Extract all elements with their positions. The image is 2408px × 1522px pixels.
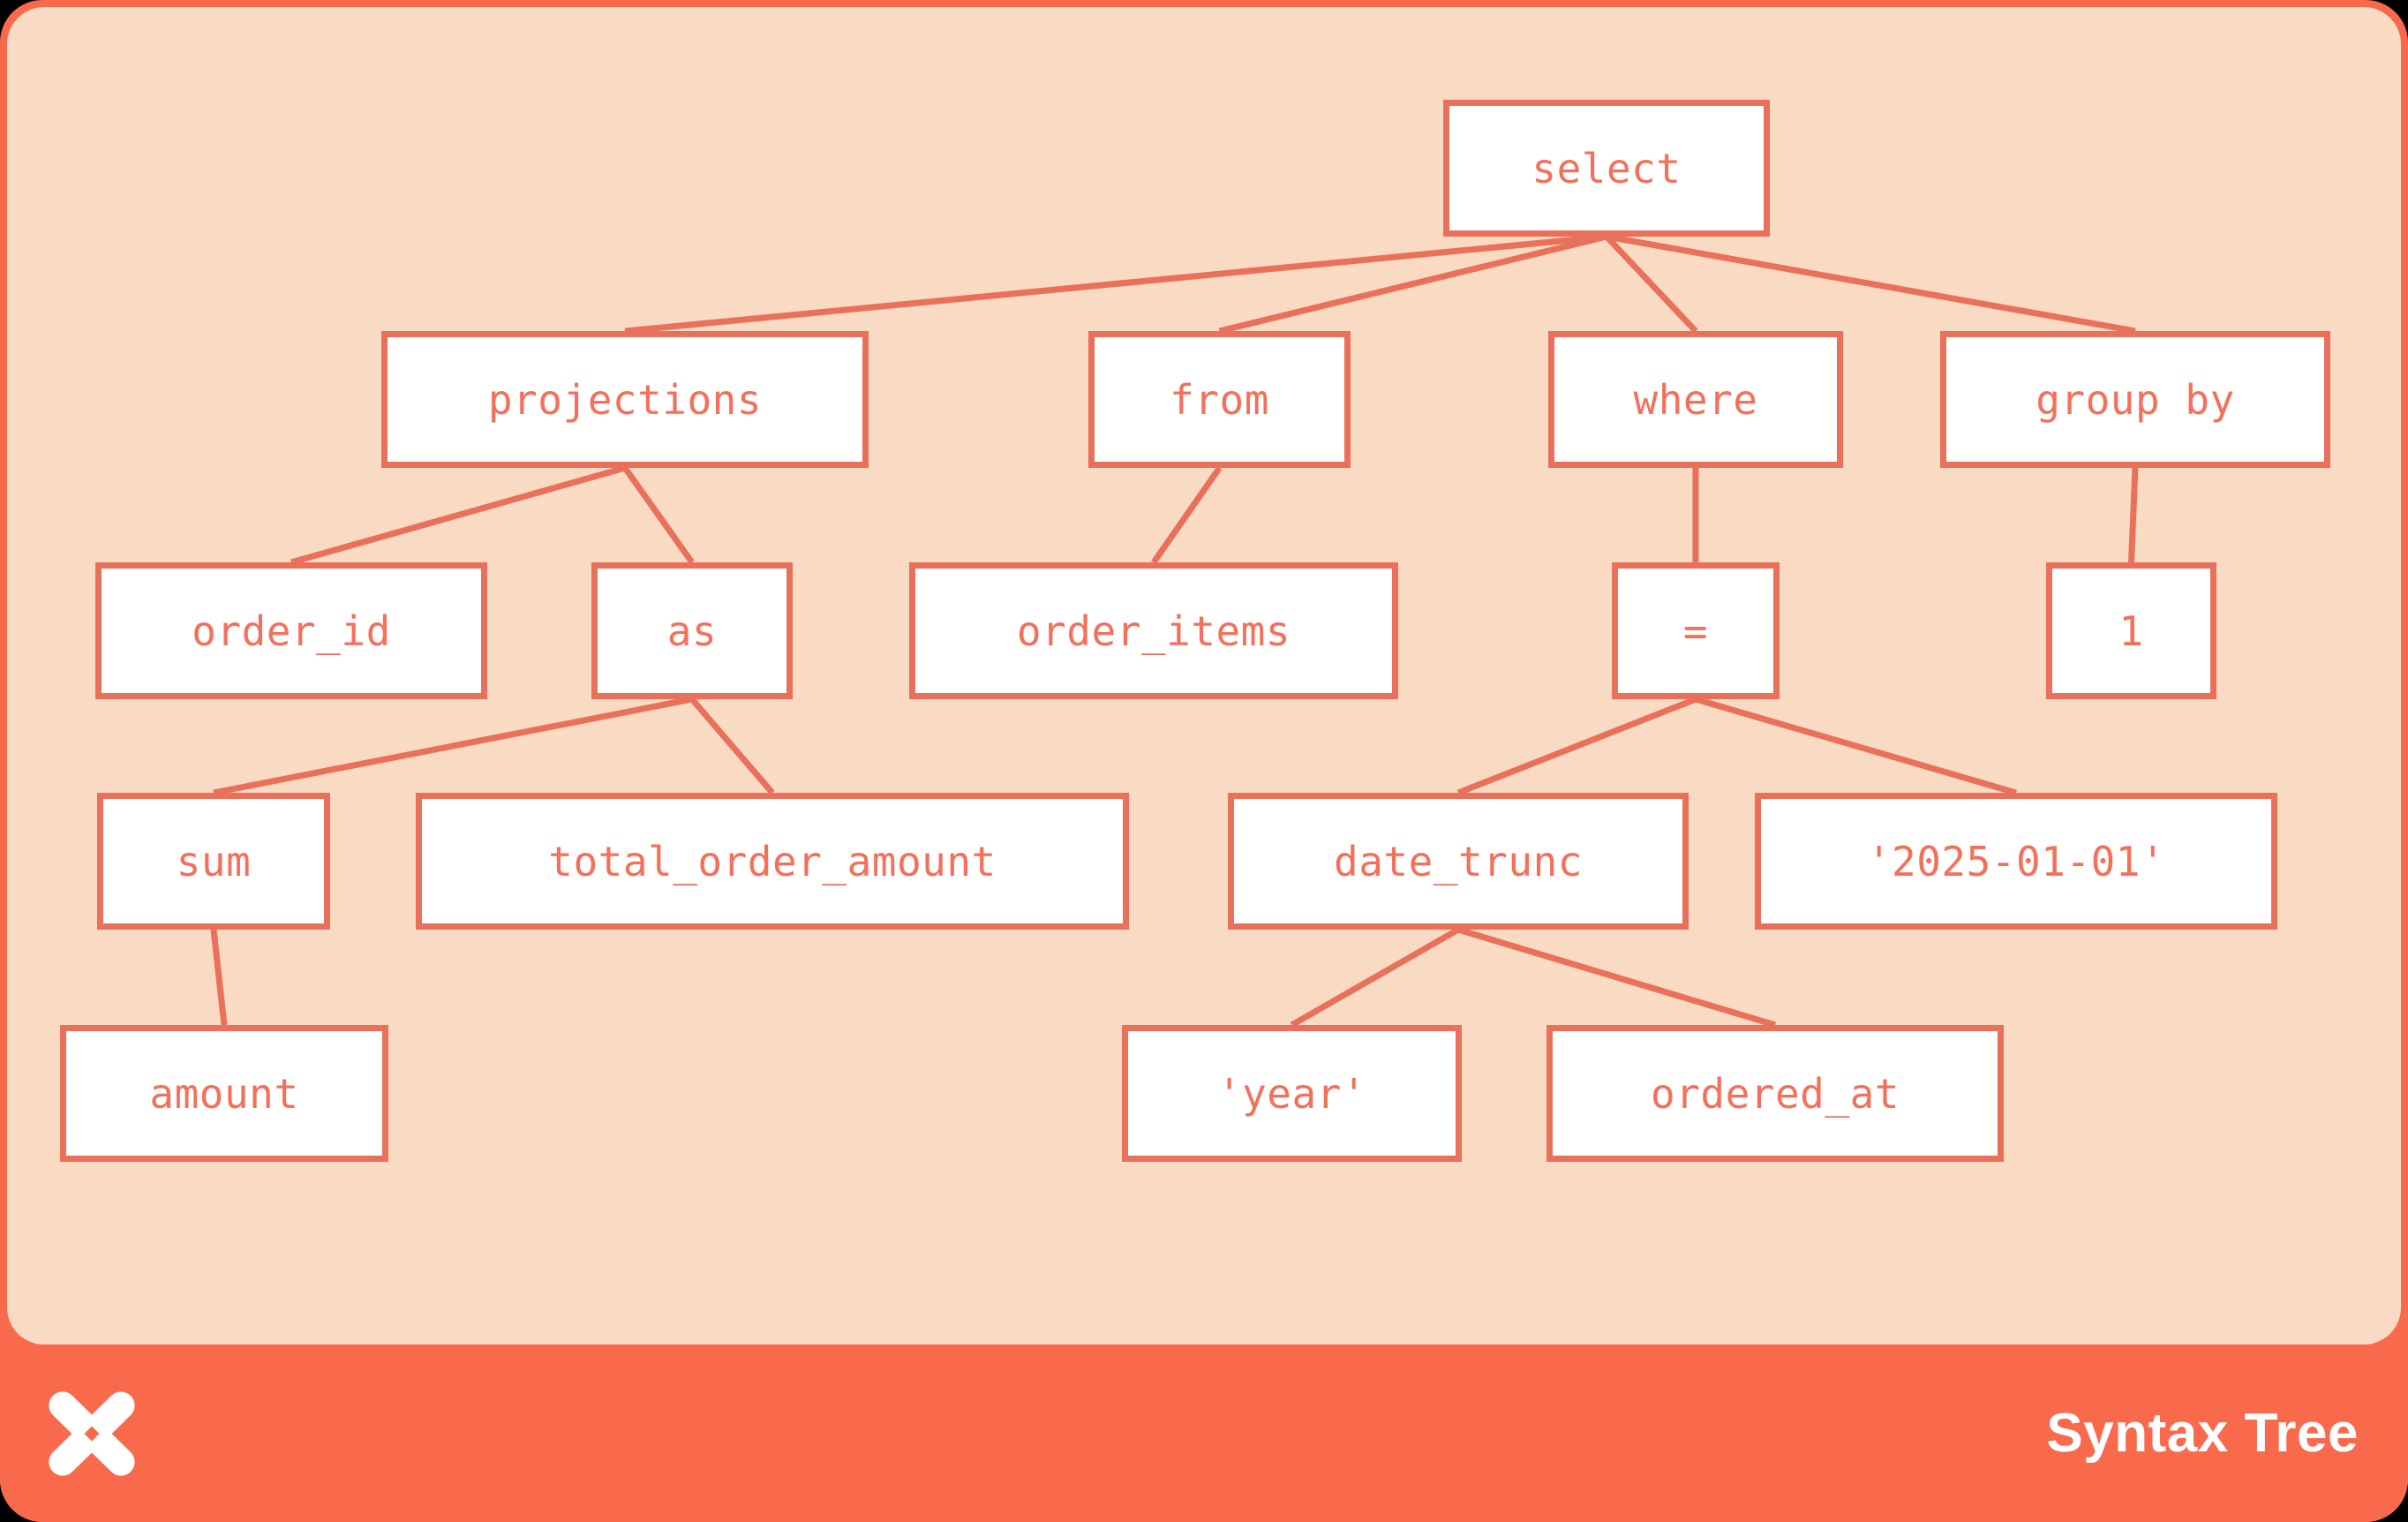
tree-node-label: select xyxy=(1531,144,1682,192)
tree-node-label: from xyxy=(1170,375,1269,424)
tree-edge-date_trunc-to-ordered_at xyxy=(1456,926,1777,1028)
tree-edge-projections-to-order_id xyxy=(290,464,626,566)
tree-node-as[interactable]: as xyxy=(591,562,793,699)
tree-node-ordered_at[interactable]: ordered_at xyxy=(1546,1025,2004,1162)
tree-edge-as-to-total_order_amount xyxy=(689,697,775,795)
tree-node-label: 'year' xyxy=(1216,1069,1367,1118)
tree-edge-as-to-sum xyxy=(213,696,693,796)
tree-node-label: ordered_at xyxy=(1651,1069,1900,1118)
tree-node-amount[interactable]: amount xyxy=(60,1025,388,1162)
tree-edge-select-to-projections xyxy=(624,233,1607,335)
tree-node-label: = xyxy=(1682,607,1709,655)
tree-node-date_literal[interactable]: '2025-01-01' xyxy=(1755,793,2277,930)
footer-title: Syntax Tree xyxy=(2046,1402,2359,1464)
tree-node-total_order_amount[interactable]: total_order_amount xyxy=(416,793,1129,930)
tree-edge-from-to-order_items xyxy=(1151,466,1223,564)
tree-node-label: as xyxy=(666,607,718,655)
tree-node-label: order_id xyxy=(192,607,391,655)
tree-node-label: order_items xyxy=(1016,607,1291,655)
tree-edge-sum-to-amount xyxy=(210,929,228,1026)
tree-edge-select-to-from xyxy=(1218,233,1607,335)
tree-node-one[interactable]: 1 xyxy=(2046,562,2216,699)
diagram-canvas: select projections from where group by order_… xyxy=(7,7,2401,1345)
tree-node-order_id[interactable]: order_id xyxy=(95,562,487,699)
tree-edge-eq-to-date_literal xyxy=(1695,696,2017,796)
tree-node-label: sum xyxy=(176,837,252,885)
tree-node-where[interactable]: where xyxy=(1548,331,1843,468)
tree-edge-select-to-where xyxy=(1604,234,1698,334)
tree-edge-eq-to-date_trunc xyxy=(1456,696,1697,796)
tree-node-label: total_order_amount xyxy=(548,837,997,885)
tree-node-label: amount xyxy=(149,1069,299,1118)
tree-node-order_items[interactable]: order_items xyxy=(909,562,1398,699)
tree-node-groupby[interactable]: group by xyxy=(1940,331,2330,468)
tree-node-label: where xyxy=(1633,375,1758,424)
tree-node-date_trunc[interactable]: date_trunc xyxy=(1228,793,1689,930)
tree-node-label: 1 xyxy=(2118,607,2144,655)
tree-node-projections[interactable]: projections xyxy=(381,331,869,468)
x-star-logo-icon xyxy=(49,1390,135,1476)
tree-node-label: date_trunc xyxy=(1334,837,1583,885)
tree-node-label: group by xyxy=(2036,375,2235,424)
tree-node-select[interactable]: select xyxy=(1443,100,1770,237)
tree-node-label: '2025-01-01' xyxy=(1866,837,2166,885)
tree-node-from[interactable]: from xyxy=(1088,331,1351,468)
tree-edge-projections-to-as xyxy=(622,465,695,565)
tree-node-eq[interactable]: = xyxy=(1612,562,1780,699)
tree-node-year_literal[interactable]: 'year' xyxy=(1122,1025,1462,1162)
tree-node-sum[interactable]: sum xyxy=(97,793,330,930)
tree-edge-date_trunc-to-year_literal xyxy=(1290,926,1460,1028)
tree-node-label: projections xyxy=(487,375,763,424)
tree-edge-select-to-groupby xyxy=(1606,233,2136,335)
tree-edge-groupby-to-one xyxy=(2128,467,2139,563)
footer-bar: Syntax Tree xyxy=(0,1345,2408,1522)
